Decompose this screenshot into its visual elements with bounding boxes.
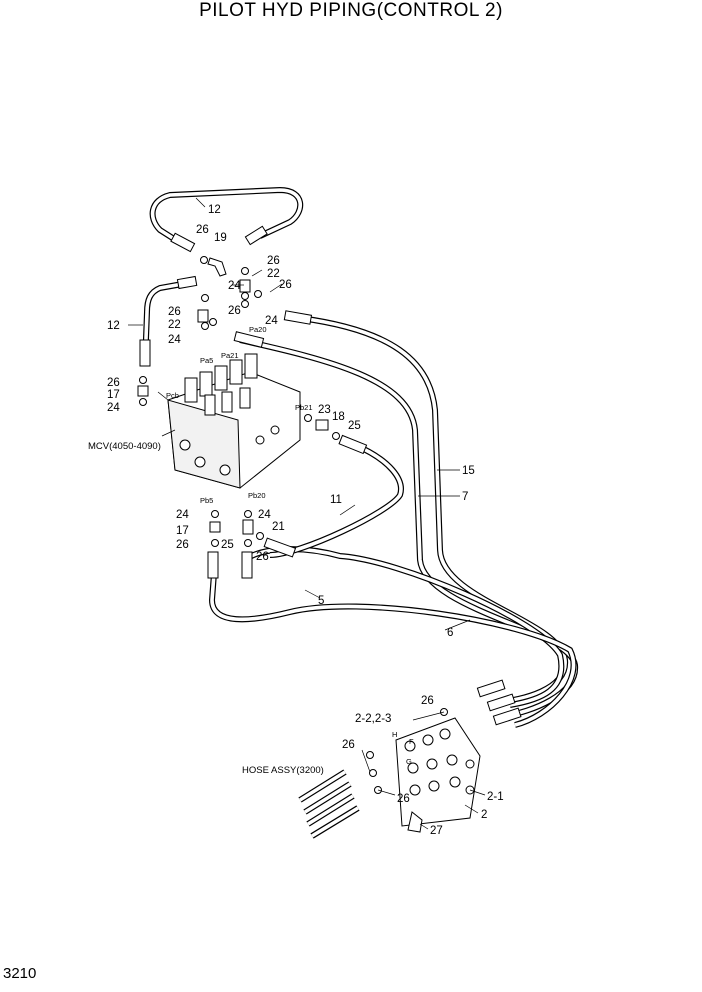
hose-12-top-loop: [149, 186, 304, 253]
tag-pb21: Pb21: [295, 403, 313, 412]
callout-26-g: 26: [176, 539, 189, 551]
callout-24-e: 24: [176, 509, 189, 521]
callout-24-c: 24: [168, 334, 181, 346]
tag-pa21: Pa21: [221, 351, 239, 360]
callout-25-b: 25: [221, 539, 234, 551]
tag-pa20: Pa20: [249, 325, 267, 334]
hose-assy-stubs: [298, 769, 360, 839]
mcv-valve-block: [167, 353, 301, 489]
callout-26-i: 26: [421, 695, 434, 707]
tag-pb5: Pb5: [200, 496, 213, 505]
callout-23: 23: [318, 404, 331, 416]
tag-pa5: Pa5: [200, 356, 213, 365]
callout-24-a: 24: [228, 280, 241, 292]
callout-26-a: 26: [196, 224, 209, 236]
fittings: [137, 256, 463, 794]
note-hose-assy: HOSE ASSY(3200): [242, 765, 324, 776]
callout-22-b: 22: [168, 319, 181, 331]
callout-17-b: 17: [176, 525, 189, 537]
callout-19: 19: [214, 232, 227, 244]
callout-2: 2: [481, 809, 487, 821]
notes: MCV(4050-4090) HOSE ASSY(3200): [88, 441, 324, 776]
callout-26-c: 26: [279, 279, 292, 291]
callouts: 12 26 19 26 22 26 24 26 24 26 22 24 12 2…: [107, 204, 504, 837]
callout-26-f: 26: [107, 377, 120, 389]
hose-12-left: [139, 275, 198, 367]
callout-22-a: 22: [267, 268, 280, 280]
callout-26-j: 26: [342, 739, 355, 751]
tag-pb20: Pb20: [248, 491, 266, 500]
callout-26-b: 26: [267, 255, 280, 267]
callout-11: 11: [330, 494, 342, 506]
tag-pcb: Pcb: [166, 391, 179, 400]
callout-6: 6: [447, 627, 453, 639]
leader-lines: [128, 197, 486, 830]
callout-26-e: 26: [168, 306, 181, 318]
callout-27: 27: [430, 825, 443, 837]
port-tags: Pa5 Pa21 Pa20 Pcb Pb21 Pb5 Pb20 H F G: [166, 325, 414, 766]
callout-2-1: 2-1: [487, 791, 504, 803]
callout-26-h: 26: [256, 551, 269, 563]
callout-26-d: 26: [228, 305, 241, 317]
tag-port-h: H: [392, 730, 397, 739]
note-mcv: MCV(4050-4090): [88, 441, 161, 452]
callout-24-b: 24: [265, 315, 278, 327]
callout-2-2-2-3: 2-2,2-3: [355, 713, 391, 725]
page-number: 3210: [3, 965, 37, 982]
callout-21: 21: [272, 521, 285, 533]
callout-7: 7: [462, 491, 468, 503]
callout-26-k: 26: [397, 793, 410, 805]
callout-25-a: 25: [348, 420, 361, 432]
callout-12-top: 12: [208, 204, 221, 216]
tag-port-f: F: [409, 737, 414, 746]
callout-5: 5: [318, 595, 324, 607]
hose-bundle: [207, 310, 579, 728]
callout-17-a: 17: [107, 389, 120, 401]
callout-12-left: 12: [107, 320, 120, 332]
callout-15: 15: [462, 465, 475, 477]
callout-18: 18: [332, 411, 345, 423]
pilot-plate: [395, 717, 481, 833]
callout-24-f: 24: [258, 509, 271, 521]
callout-24-d: 24: [107, 402, 120, 414]
tag-port-g: G: [406, 757, 412, 766]
page-title: PILOT HYD PIPING(CONTROL 2): [199, 0, 503, 21]
